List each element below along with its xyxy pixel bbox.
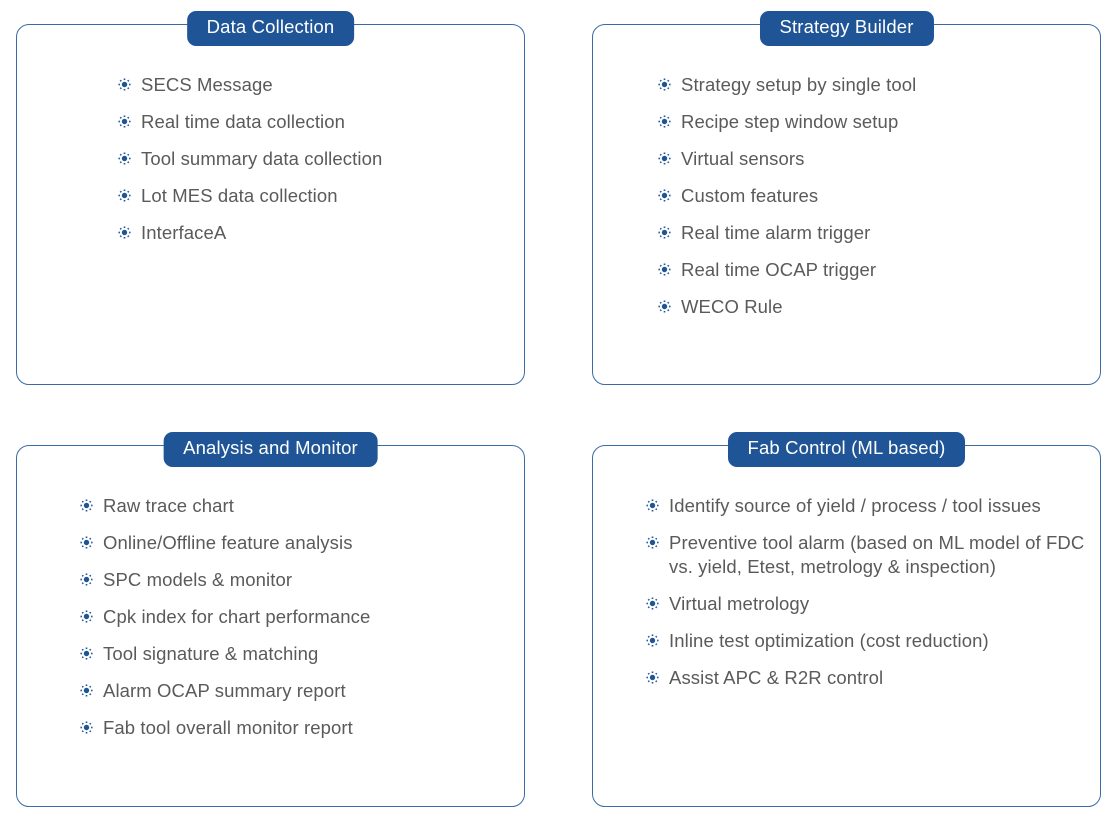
list-item-label: Virtual sensors [681,148,805,169]
list-item: WECO Rule [657,295,1086,319]
radiating-dot-icon [79,720,94,735]
radiating-dot-icon [117,77,132,92]
radiating-dot-icon [645,633,660,648]
radiating-dot-icon [657,151,672,166]
list-item: Real time OCAP trigger [657,258,1086,282]
radiating-dot-icon [657,114,672,129]
panel-title-data-collection: Data Collection [186,11,355,46]
list-item-label: Real time data collection [141,111,346,132]
list-item: Virtual metrology [645,592,1086,616]
radiating-dot-icon [645,535,660,550]
list-item: Lot MES data collection [117,184,510,208]
list-item-label: Tool summary data collection [141,148,383,169]
list-item: Alarm OCAP summary report [79,679,510,703]
list-item: Identify source of yield / process / too… [645,494,1086,518]
list-item-label: Assist APC & R2R control [669,666,884,688]
list-item-label: Preventive tool alarm (based on ML model… [669,532,1085,577]
list-item: Custom features [657,184,1086,208]
list-item-label: SPC models & monitor [103,569,293,590]
list-item: SPC models & monitor [79,568,510,592]
list-item-label: Real time OCAP trigger [681,259,877,280]
panel-card-strategy-builder: Strategy Builder Strategy setup by singl… [592,11,1101,385]
radiating-dot-icon [117,188,132,203]
panel-card-fab-control: Fab Control (ML based) Identify source o… [592,432,1101,807]
list-item-label: Tool signature & matching [103,643,319,664]
radiating-dot-icon [645,498,660,513]
radiating-dot-icon [657,262,672,277]
list-item-label: Recipe step window setup [681,111,899,132]
list-item: Real time alarm trigger [657,221,1086,245]
radiating-dot-icon [657,299,672,314]
panel-title-strategy-builder: Strategy Builder [759,11,934,46]
radiating-dot-icon [79,535,94,550]
list-item: Raw trace chart [79,494,510,518]
list-item-label: Raw trace chart [103,495,235,516]
list-item-label: Inline test optimization (cost reduction… [669,629,989,651]
list-item-label: Fab tool overall monitor report [103,717,353,738]
list-item-label: InterfaceA [141,222,227,243]
list-item: SECS Message [117,73,510,97]
list-item: Inline test optimization (cost reduction… [645,629,1086,653]
list-item: Preventive tool alarm (based on ML model… [645,531,1086,578]
list-item: Tool signature & matching [79,642,510,666]
radiating-dot-icon [645,670,660,685]
radiating-dot-icon [645,596,660,611]
list-item: Online/Offline feature analysis [79,531,510,555]
list-item: InterfaceA [117,221,510,245]
list-item-label: Lot MES data collection [141,185,338,206]
list-item-label: Online/Offline feature analysis [103,532,353,553]
radiating-dot-icon [657,188,672,203]
list-item-label: Cpk index for chart performance [103,606,371,627]
radiating-dot-icon [657,77,672,92]
panel-title-analysis-and-monitor: Analysis and Monitor [163,432,378,467]
list-item-label: Identify source of yield / process / too… [669,495,1041,516]
radiating-dot-icon [657,225,672,240]
radiating-dot-icon [79,572,94,587]
list-item: Recipe step window setup [657,110,1086,134]
radiating-dot-icon [117,225,132,240]
radiating-dot-icon [117,114,132,129]
radiating-dot-icon [79,609,94,624]
panel-list-fab-control: Identify source of yield / process / too… [645,494,1086,689]
panel-cell-strategy-builder: Strategy Builder Strategy setup by singl… [554,0,1108,410]
list-item: Assist APC & R2R control [645,666,1086,690]
list-item: Fab tool overall monitor report [79,716,510,740]
list-item-label: Alarm OCAP summary report [103,680,346,701]
list-item: Real time data collection [117,110,510,134]
list-item: Virtual sensors [657,147,1086,171]
list-item: Tool summary data collection [117,147,510,171]
radiating-dot-icon [79,498,94,513]
list-item-label: Real time alarm trigger [681,222,871,243]
radiating-dot-icon [117,151,132,166]
list-item-label: Strategy setup by single tool [681,74,917,95]
panel-cell-fab-control: Fab Control (ML based) Identify source o… [554,410,1108,820]
panel-title-fab-control: Fab Control (ML based) [727,432,966,467]
list-item-label: Virtual metrology [669,592,810,614]
list-item: Strategy setup by single tool [657,73,1086,97]
list-item-label: WECO Rule [681,296,783,317]
list-item: Cpk index for chart performance [79,605,510,629]
radiating-dot-icon [79,683,94,698]
radiating-dot-icon [79,646,94,661]
list-item-label: SECS Message [141,74,273,95]
list-item-label: Custom features [681,185,819,206]
